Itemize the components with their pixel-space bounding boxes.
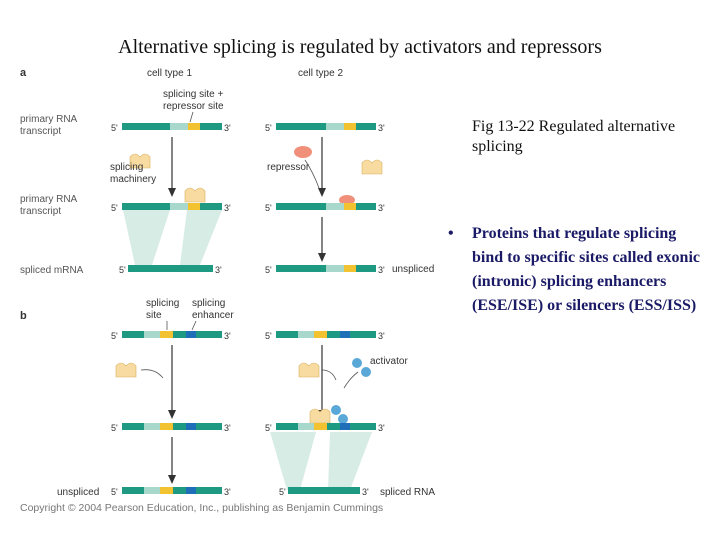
activator-blob	[352, 358, 362, 368]
intron-segment	[298, 423, 314, 430]
activator-label: activator	[370, 356, 408, 367]
splice-funnel-b1	[270, 432, 316, 490]
enhancer-segment	[340, 331, 350, 338]
intron-segment	[326, 265, 344, 272]
five-prime-label: 5'	[265, 331, 272, 341]
panel-b-label: b	[20, 310, 27, 322]
spliced-mrna-label: spliced mRNA	[20, 265, 84, 276]
splicing-machinery-label-1: splicing	[110, 162, 143, 173]
three-prime-label: 3'	[378, 423, 385, 433]
five-prime-label: 5'	[111, 423, 118, 433]
intron-segment	[144, 423, 160, 430]
intron-segment	[326, 203, 344, 210]
splice-site-segment	[188, 203, 200, 210]
three-prime-label: 3'	[378, 331, 385, 341]
intron-segment	[298, 331, 314, 338]
unspliced-label-a: unspliced	[392, 264, 434, 275]
three-prime-label: 3'	[224, 423, 231, 433]
enhancer-segment	[186, 487, 196, 494]
splice-site-segment	[314, 331, 327, 338]
copyright-line: Copyright © 2004 Pearson Education, Inc.…	[20, 502, 383, 514]
three-prime-label: 3'	[378, 265, 385, 275]
splice-funnel-b2	[328, 432, 372, 490]
three-prime-label: 3'	[378, 123, 385, 133]
intron-segment	[170, 203, 188, 210]
enhancer-segment	[186, 331, 196, 338]
splicing-site-label-b1: splicing	[146, 298, 179, 309]
enhancer-segment	[340, 423, 350, 430]
splice-site-segment	[188, 123, 200, 130]
splice-site-segment	[344, 123, 356, 130]
cell-type-1-label: cell type 1	[147, 68, 192, 79]
splicing-machinery-blob	[116, 363, 136, 377]
intron-segment	[144, 487, 160, 494]
splice-site-segment	[160, 331, 173, 338]
splicing-machinery-free	[362, 160, 382, 174]
intron-segment	[326, 123, 344, 130]
five-prime-label: 5'	[265, 123, 272, 133]
intron-segment	[170, 123, 188, 130]
splicing-machinery-bound	[185, 188, 205, 202]
activator-bound	[331, 405, 341, 415]
spliced-rna-label: spliced RNA	[380, 487, 435, 498]
splice-funnel-a2	[180, 210, 222, 265]
figure-caption: Fig 13-22 Regulated alternative splicing	[472, 117, 702, 157]
splice-site-segment	[160, 487, 173, 494]
five-prime-label: 5'	[119, 265, 126, 275]
enhancer-segment	[186, 423, 196, 430]
cell-type-2-label: cell type 2	[298, 68, 343, 79]
slide-title: Alternative splicing is regulated by act…	[0, 36, 720, 59]
bullet-marker: •	[448, 222, 454, 246]
unspliced-label-b: unspliced	[57, 487, 99, 498]
spliced-strand	[128, 265, 213, 272]
activator-blob	[361, 367, 371, 377]
five-prime-label: 5'	[279, 487, 286, 497]
five-prime-label: 5'	[265, 423, 272, 433]
panel-a-label: a	[20, 67, 27, 79]
five-prime-label: 5'	[111, 487, 118, 497]
splicing-diagram: a b cell type 1 cell type 2 splicing sit…	[0, 60, 450, 520]
splice-site-segment	[160, 423, 173, 430]
splicing-site-label-b2: site	[146, 310, 162, 321]
primary-rna-label-2b: transcript	[20, 206, 61, 217]
three-prime-label: 3'	[224, 123, 231, 133]
splice-site-segment	[344, 203, 356, 210]
splicing-repressor-site-label-2: repressor site	[163, 101, 224, 112]
five-prime-label: 5'	[265, 203, 272, 213]
five-prime-label: 5'	[111, 331, 118, 341]
bullet-text: Proteins that regulate splicing bind to …	[472, 222, 702, 318]
three-prime-label: 3'	[362, 487, 369, 497]
intron-segment	[144, 331, 160, 338]
repressor-label: repressor	[267, 162, 310, 173]
primary-rna-label-1b: transcript	[20, 126, 61, 137]
splicing-enhancer-label-1: splicing	[192, 298, 225, 309]
spliced-strand	[288, 487, 360, 494]
five-prime-label: 5'	[111, 203, 118, 213]
three-prime-label: 3'	[378, 203, 385, 213]
three-prime-label: 3'	[224, 203, 231, 213]
splicing-machinery-label-2: machinery	[110, 174, 156, 185]
primary-rna-label-2a: primary RNA	[20, 194, 78, 205]
primary-rna-label-1a: primary RNA	[20, 114, 78, 125]
five-prime-label: 5'	[265, 265, 272, 275]
splicing-repressor-site-label-1: splicing site +	[163, 89, 223, 100]
splice-site-segment	[344, 265, 356, 272]
three-prime-label: 3'	[224, 487, 231, 497]
five-prime-label: 5'	[111, 123, 118, 133]
splice-site-segment	[314, 423, 327, 430]
three-prime-label: 3'	[215, 265, 222, 275]
splicing-enhancer-label-2: enhancer	[192, 310, 234, 321]
splice-funnel-a1	[123, 210, 170, 265]
three-prime-label: 3'	[224, 331, 231, 341]
activator-bound	[338, 414, 348, 424]
repressor-blob	[294, 146, 312, 158]
splicing-machinery-blob	[299, 363, 319, 377]
